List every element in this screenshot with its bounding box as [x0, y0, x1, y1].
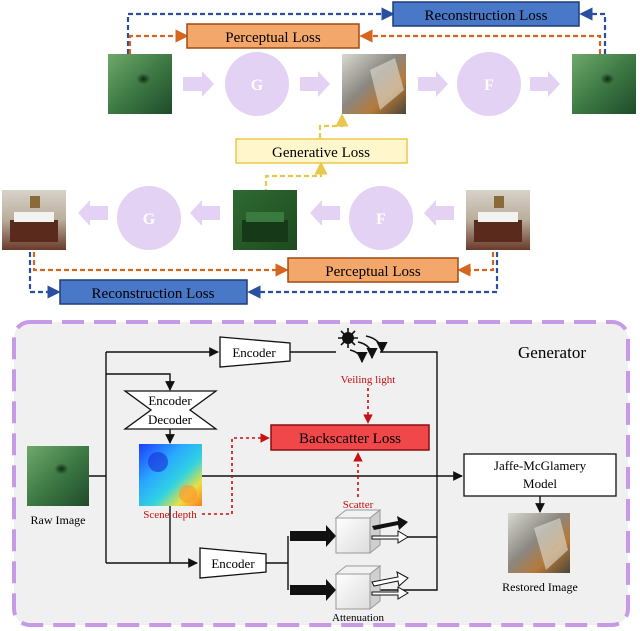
- perceptual-loss-label-top: Perceptual Loss: [225, 30, 321, 46]
- f-label-top: F: [484, 77, 494, 94]
- attenuation-label: Attenuation: [332, 612, 384, 624]
- arrow-top-1: [183, 71, 214, 97]
- scatter-cube: [334, 508, 409, 555]
- arrow-top-4: [530, 71, 560, 97]
- arrow-row2-4: [424, 200, 454, 226]
- perceptual-loss-label-bottom: Perceptual Loss: [325, 264, 421, 280]
- perceptual-loss-box-top: Perceptual Loss: [186, 23, 360, 49]
- top-reconstruction-dash-right: [579, 7, 607, 54]
- raw-image-label: Raw Image: [31, 513, 86, 527]
- generative-dash-up: [318, 113, 349, 138]
- generative-loss-box: Generative Loss: [235, 138, 408, 164]
- jaffe-line2: Model: [523, 476, 557, 491]
- generative-dash-down: [264, 161, 328, 190]
- f-label-bottom: F: [376, 211, 386, 228]
- encoder-bottom-label: Encoder: [211, 556, 255, 571]
- bedroom-image-reconstructed: [2, 190, 66, 250]
- depth-to-backscatter-dash: [202, 433, 270, 515]
- encoder-bottom: Encoder: [199, 547, 267, 579]
- g-label-bottom: G: [143, 211, 156, 228]
- scene-depth-map: [139, 444, 202, 506]
- decoder-label: Decoder: [148, 412, 193, 427]
- encoder-decoder: Encoder Decoder: [123, 390, 218, 430]
- jaffe-line1: Jaffe-McGlamery: [494, 458, 587, 473]
- reconstruction-loss-label-top: Reconstruction Loss: [425, 8, 548, 24]
- backscatter-loss-box: Backscatter Loss: [270, 424, 430, 451]
- encoder-top: Encoder: [219, 336, 291, 368]
- synthetic-underwater-image: [233, 190, 297, 250]
- g-circle-top: [225, 52, 289, 116]
- reconstruction-loss-box-bottom: Reconstruction Loss: [59, 279, 248, 305]
- perceptual-loss-box-bottom: Perceptual Loss: [287, 257, 459, 283]
- g-label-top: G: [251, 77, 264, 94]
- top-reconstruction-dash: [126, 7, 395, 54]
- arrow-row2-1: [78, 200, 108, 226]
- bottom-reconstruction-dash-left: [28, 252, 61, 299]
- reconstruction-loss-label-bottom: Reconstruction Loss: [92, 286, 215, 302]
- encoder-top-label: Encoder: [232, 345, 276, 360]
- scatter-label: Scatter: [343, 499, 374, 511]
- underwater-image-input: [108, 54, 172, 114]
- arrow-row2-3: [310, 200, 340, 226]
- top-perceptual-dash-right: [359, 29, 602, 54]
- arrow-top-2: [300, 71, 330, 97]
- bottom-perceptual-dash-left: [32, 252, 289, 277]
- arrow-row2-2: [190, 200, 220, 226]
- restored-image: [508, 513, 570, 573]
- f-circle-top: [457, 52, 521, 116]
- generator-title: Generator: [518, 343, 586, 362]
- backscatter-loss-label: Backscatter Loss: [299, 431, 401, 447]
- scene-depth-label: Scene depth: [143, 509, 197, 521]
- thick-arrows-in: [290, 525, 336, 601]
- underwater-image-reconstructed: [572, 54, 636, 114]
- top-perceptual-dash: [128, 29, 189, 54]
- light-rays-icon: [349, 335, 388, 364]
- jaffe-mcglamery-box: Jaffe-McGlamery Model: [463, 453, 617, 497]
- arrow-top-3: [418, 71, 448, 97]
- restored-image-top: [342, 54, 406, 114]
- g-circle-bottom: [117, 186, 181, 250]
- generator-wires: [89, 347, 545, 591]
- f-circle-bottom: [349, 186, 413, 250]
- raw-image: [27, 446, 89, 506]
- sun-icon: [338, 328, 358, 348]
- restored-image-label: Restored Image: [502, 580, 578, 594]
- reconstruction-loss-box-top: Reconstruction Loss: [392, 1, 580, 27]
- veiling-light-label: Veiling light: [341, 374, 396, 386]
- encoder-mid-label: Encoder: [148, 393, 192, 408]
- bedroom-image-input: [466, 190, 530, 250]
- bottom-reconstruction-dash-right: [247, 252, 499, 299]
- attenuation-cube: [334, 564, 409, 611]
- generative-loss-label: Generative Loss: [272, 145, 370, 161]
- bottom-perceptual-dash-right: [457, 252, 495, 277]
